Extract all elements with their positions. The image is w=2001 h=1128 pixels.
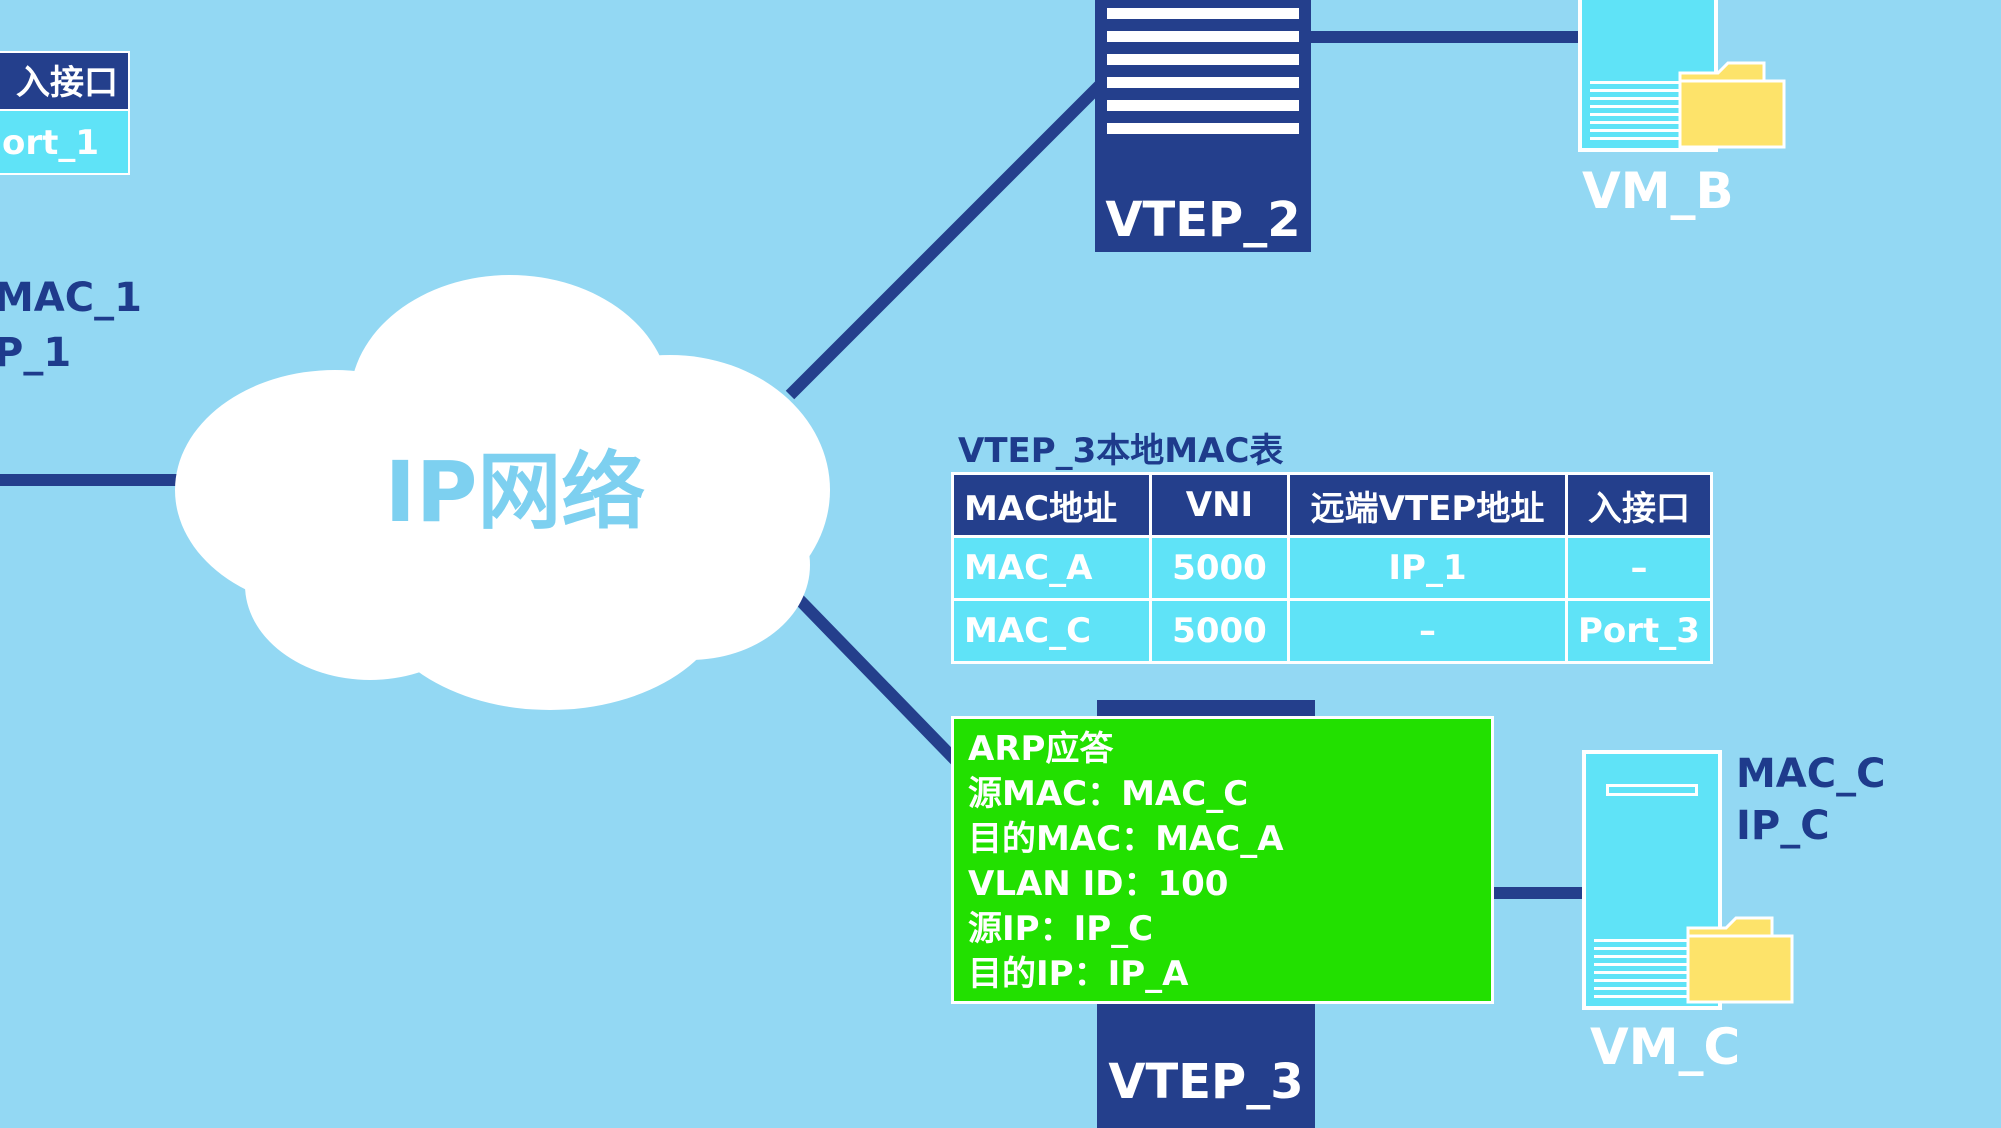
folder-icon <box>1686 916 1794 1004</box>
arp-line: 源MAC：MAC_C <box>968 774 1249 814</box>
vm-c-label: VM_C <box>1590 1018 1741 1076</box>
arp-reply-box: ARP应答 源MAC：MAC_C 目的MAC：MAC_A VLAN ID：100… <box>951 716 1494 1004</box>
mac-table-header: 远端VTEP地址 <box>1287 472 1568 538</box>
vm-c-ip-label: IP_C <box>1736 803 1830 849</box>
table-cell: 5000 <box>1149 535 1290 601</box>
vm-c-drive-slot <box>1606 784 1698 796</box>
arp-line: 目的IP：IP_A <box>968 954 1189 994</box>
mac-table-header: MAC地址 <box>951 472 1152 538</box>
table-cell: MAC_C <box>951 598 1152 664</box>
cloud-icon <box>175 275 830 710</box>
cloud-label: IP网络 <box>384 443 646 541</box>
vtep2-switch[interactable]: VTEP_2 <box>1095 0 1311 252</box>
folder-icon <box>1678 61 1786 149</box>
mac-table-title: VTEP_3本地MAC表 <box>958 431 1284 471</box>
arp-line: 目的MAC：MAC_A <box>968 819 1284 859</box>
table-cell: Port_3 <box>1565 598 1713 664</box>
mac-table-header-row: MAC地址 VNI 远端VTEP地址 入接口 <box>951 472 1713 538</box>
table-cell: MAC_A <box>951 535 1152 601</box>
left-table-cell: ort_1 <box>0 111 130 175</box>
table-row: MAC_C 5000 – Port_3 <box>951 598 1713 664</box>
arp-line: ARP应答 <box>968 729 1114 769</box>
table-cell: – <box>1565 535 1713 601</box>
link-cloud-vtep3 <box>785 585 965 770</box>
vtep3-switch[interactable]: VTEP_3 <box>1097 1004 1315 1128</box>
link-cloud-vtep2 <box>785 75 1110 400</box>
vm-c-vents <box>1594 934 1710 998</box>
table-row: MAC_A 5000 IP_1 – <box>951 535 1713 601</box>
left-mac-label: MAC_1 <box>0 275 142 321</box>
vm-b-label: VM_B <box>1582 162 1734 220</box>
mac-table-header: VNI <box>1149 472 1290 538</box>
vtep2-label: VTEP_2 <box>1105 192 1301 248</box>
vtep3-label: VTEP_3 <box>1108 1054 1304 1110</box>
mac-table: MAC地址 VNI 远端VTEP地址 入接口 MAC_A 5000 IP_1 –… <box>951 472 1713 664</box>
left-ip-label: P_1 <box>0 330 72 376</box>
vtep2-ports <box>1107 0 1299 146</box>
table-cell: 5000 <box>1149 598 1290 664</box>
table-cell: – <box>1287 598 1568 664</box>
table-cell: IP_1 <box>1287 535 1568 601</box>
left-table-header: 入接口 <box>0 51 130 111</box>
arp-line: VLAN ID：100 <box>968 864 1229 904</box>
vm-b-vents <box>1590 76 1706 140</box>
vm-c-mac-label: MAC_C <box>1736 751 1886 797</box>
arp-line: 源IP：IP_C <box>968 909 1154 949</box>
mac-table-header: 入接口 <box>1565 472 1713 538</box>
vm-c-address: MAC_C IP_C <box>1736 748 1885 852</box>
